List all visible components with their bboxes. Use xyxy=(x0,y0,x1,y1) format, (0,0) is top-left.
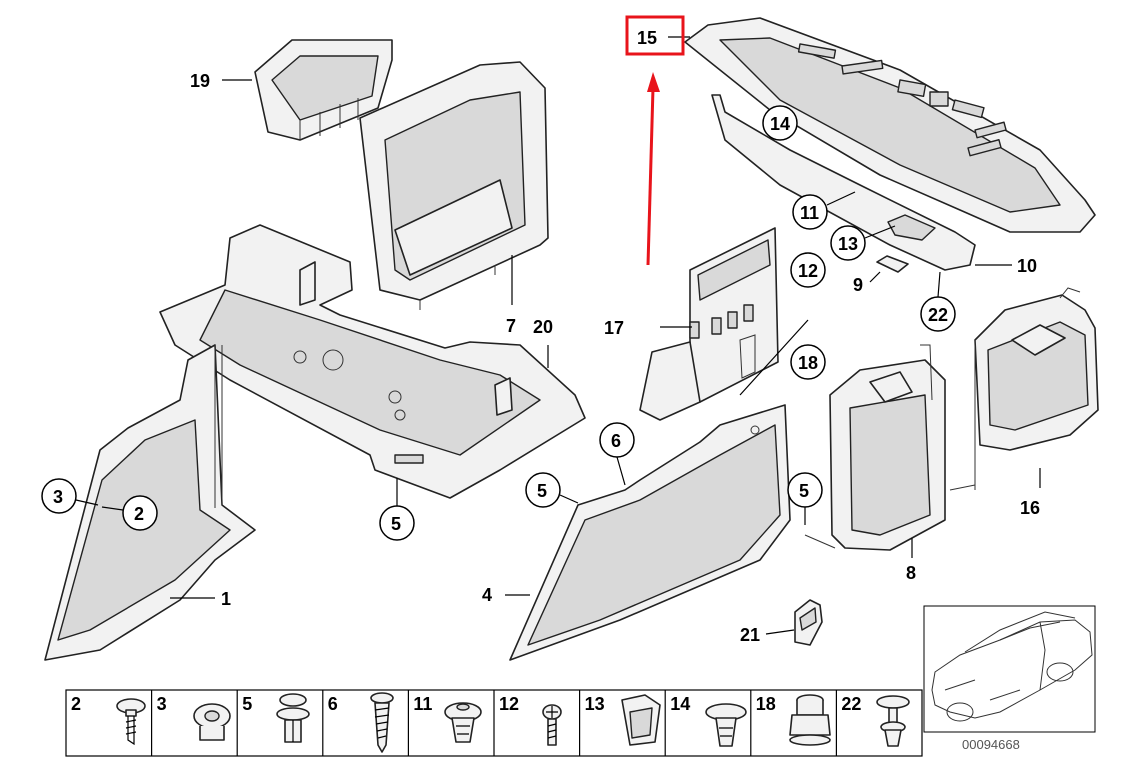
fastener-legend: 2 3 5 6 11 12 13 14 18 22 xyxy=(65,689,923,757)
label-12: 12 xyxy=(798,261,818,281)
legend-icon-3 xyxy=(193,703,231,741)
diagram-id: 00094668 xyxy=(962,737,1020,752)
label-10: 10 xyxy=(1017,256,1037,276)
legend-icon-6 xyxy=(370,692,394,753)
label-9: 9 xyxy=(853,275,863,295)
label-4: 4 xyxy=(482,585,492,605)
label-2: 2 xyxy=(134,504,144,524)
legend-number-5: 5 xyxy=(242,694,252,714)
legend-icon-14 xyxy=(705,703,747,747)
part-19-tray xyxy=(254,39,393,141)
part-4-side-panel xyxy=(509,404,791,661)
part-15-upper-panel xyxy=(684,17,1096,233)
circle-5-mid xyxy=(525,472,561,508)
part-8-box xyxy=(804,344,946,551)
vehicle-thumbnail xyxy=(923,605,1096,733)
highlight-arrow xyxy=(646,72,660,266)
label-1: 1 xyxy=(221,589,231,609)
part-21-clip xyxy=(794,599,823,646)
label-11: 11 xyxy=(800,203,819,223)
label-22: 22 xyxy=(928,305,948,325)
circle-2 xyxy=(122,495,158,531)
legend-number-12: 12 xyxy=(499,694,519,714)
label-21: 21 xyxy=(740,625,760,645)
legend-icon-13 xyxy=(621,694,661,746)
label-17: 17 xyxy=(604,318,624,338)
label-16: 16 xyxy=(1020,498,1040,518)
legend-number-6: 6 xyxy=(328,694,338,714)
part-16-box xyxy=(949,287,1099,491)
label-5-right: 5 xyxy=(799,481,809,501)
legend-number-18: 18 xyxy=(756,694,776,714)
label-13: 13 xyxy=(838,234,858,254)
circle-11 xyxy=(792,194,828,230)
label-3: 3 xyxy=(53,487,63,507)
circle-14 xyxy=(762,105,798,141)
legend-icon-12 xyxy=(542,704,562,746)
legend-number-22: 22 xyxy=(841,694,861,714)
part-7-frame xyxy=(359,61,549,310)
label-5-left: 5 xyxy=(391,514,401,534)
circle-12 xyxy=(790,252,826,288)
circle-3 xyxy=(41,478,77,514)
circle-18 xyxy=(790,344,826,380)
legend-icon-2 xyxy=(116,698,146,746)
legend-number-11: 11 xyxy=(413,694,432,714)
legend-icon-18 xyxy=(789,694,831,746)
label-6: 6 xyxy=(611,431,621,451)
highlight-box-15 xyxy=(625,15,685,56)
legend-number-2: 2 xyxy=(71,694,81,714)
part-17-bracket xyxy=(639,227,779,421)
part-9-clip xyxy=(876,255,909,273)
label-8: 8 xyxy=(906,563,916,583)
legend-number-3: 3 xyxy=(157,694,167,714)
part-14-side-trim xyxy=(711,94,976,271)
legend-number-14: 14 xyxy=(670,694,690,714)
legend-icon-22 xyxy=(876,695,910,747)
label-7: 7 xyxy=(506,316,516,336)
label-14: 14 xyxy=(770,114,790,134)
label-19: 19 xyxy=(190,71,210,91)
label-15: 15 xyxy=(637,28,657,48)
legend-icon-5 xyxy=(276,693,310,743)
label-20: 20 xyxy=(533,317,553,337)
part-20-floor-tray xyxy=(159,224,586,499)
label-18: 18 xyxy=(798,353,818,373)
legend-number-13: 13 xyxy=(585,694,605,714)
label-5-mid: 5 xyxy=(537,481,547,501)
circle-13 xyxy=(830,225,866,261)
legend-icon-11 xyxy=(444,702,482,743)
